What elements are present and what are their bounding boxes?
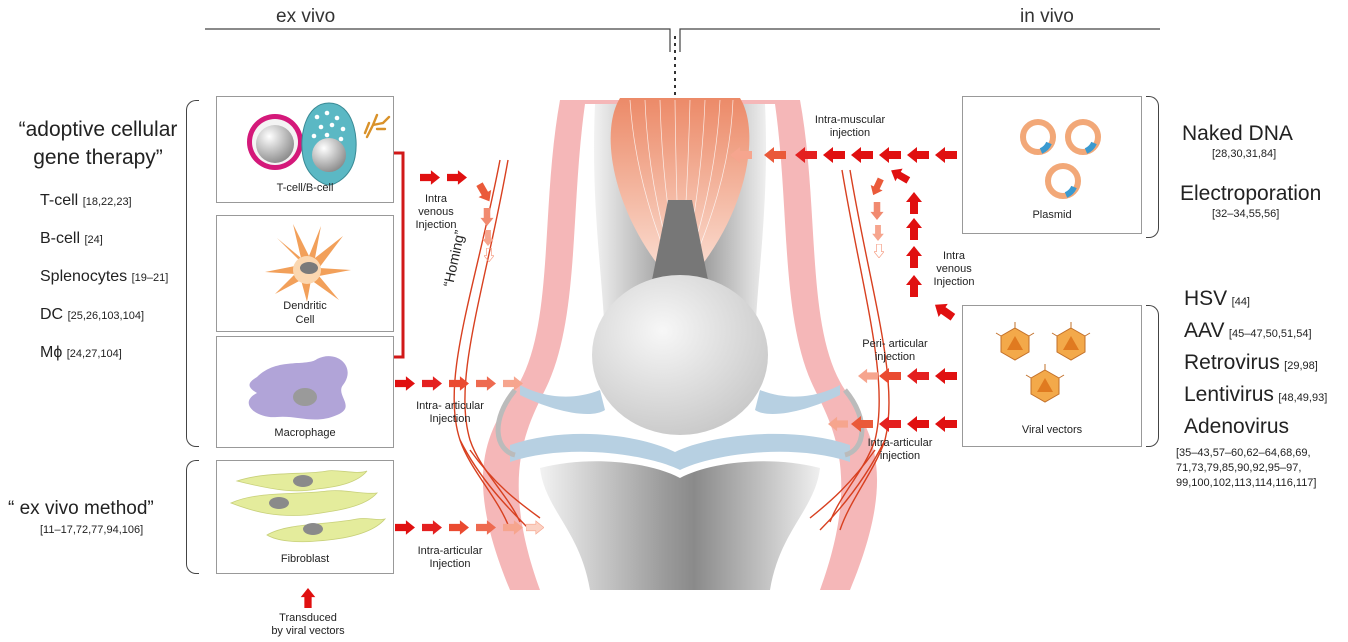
peri-label: Peri- articular injection [850, 338, 940, 364]
electroporation-title: Electroporation [1180, 182, 1321, 206]
viral-item: AAV [45–47,50,51,54] [1184, 319, 1327, 351]
acgt-title: “adoptive cellular gene therapy” [8, 118, 188, 170]
plasmid-box: Plasmid [962, 96, 1142, 234]
acgt-title-line2: gene therapy” [8, 146, 188, 170]
adenovirus-ref: [35–43,57–60,62–64,68,69, 71,73,79,85,90… [1176, 446, 1316, 491]
acgt-title-line1: “adoptive cellular [8, 118, 188, 142]
ia-left-label-2: Intra-articular Injection [405, 545, 495, 571]
nonviral-brace [1146, 96, 1159, 238]
viral-item: Adenovirus [1184, 415, 1327, 447]
macrophage-box: Macrophage [216, 336, 394, 448]
fibroblast-box: Fibroblast [216, 460, 394, 574]
iv-right-label: Intra venous Injection [926, 250, 982, 289]
cell-item: DC [25,26,103,104] [40, 306, 168, 344]
iv-left-label: Intra venous Injection [408, 193, 464, 232]
cell-item: Splenocytes [19–21] [40, 268, 168, 306]
dendritic-caption-1: Dendritic [217, 300, 393, 313]
tcell-caption: T-cell/B-cell [217, 182, 393, 195]
cell-list: T-cell [18,22,23] B-cell [24] Splenocyte… [40, 192, 168, 382]
ia-right-label: Intra-articular injection [850, 437, 950, 463]
viral-item: Retrovirus [29,98] [1184, 351, 1327, 383]
naked-dna-title: Naked DNA [1182, 122, 1293, 146]
exvivo-method-title: “ ex vivo method” [8, 498, 154, 520]
macrophage-caption: Macrophage [217, 427, 393, 440]
ia-left-label-1: Intra- articular Injection [405, 400, 495, 426]
electroporation-ref: [32–34,55,56] [1212, 208, 1279, 220]
cell-item: Mϕ [24,27,104] [40, 344, 168, 382]
plasmid-caption: Plasmid [963, 209, 1141, 222]
tcell-box: T-cell/B-cell [216, 96, 394, 203]
fibroblast-caption: Fibroblast [217, 553, 393, 566]
viral-item: Lentivirus [48,49,93] [1184, 383, 1327, 415]
viral-brace [1146, 305, 1159, 447]
dendritic-box: Dendritic Cell [216, 215, 394, 332]
transduced-label: Transduced by viral vectors [258, 612, 358, 638]
viral-item: HSV [44] [1184, 287, 1327, 319]
cell-item: T-cell [18,22,23] [40, 192, 168, 230]
viral-list: HSV [44] AAV [45–47,50,51,54] Retrovirus… [1184, 287, 1327, 447]
viral-vectors-box: Viral vectors [962, 305, 1142, 447]
naked-dna-ref: [28,30,31,84] [1212, 148, 1276, 160]
dendritic-caption-2: Cell [217, 314, 393, 327]
exvivo-brace [186, 460, 199, 574]
im-label: Intra-muscular injection [800, 114, 900, 140]
viral-vectors-caption: Viral vectors [963, 424, 1141, 437]
cell-item: B-cell [24] [40, 230, 168, 268]
exvivo-method-ref: [11–17,72,77,94,106] [40, 524, 143, 536]
